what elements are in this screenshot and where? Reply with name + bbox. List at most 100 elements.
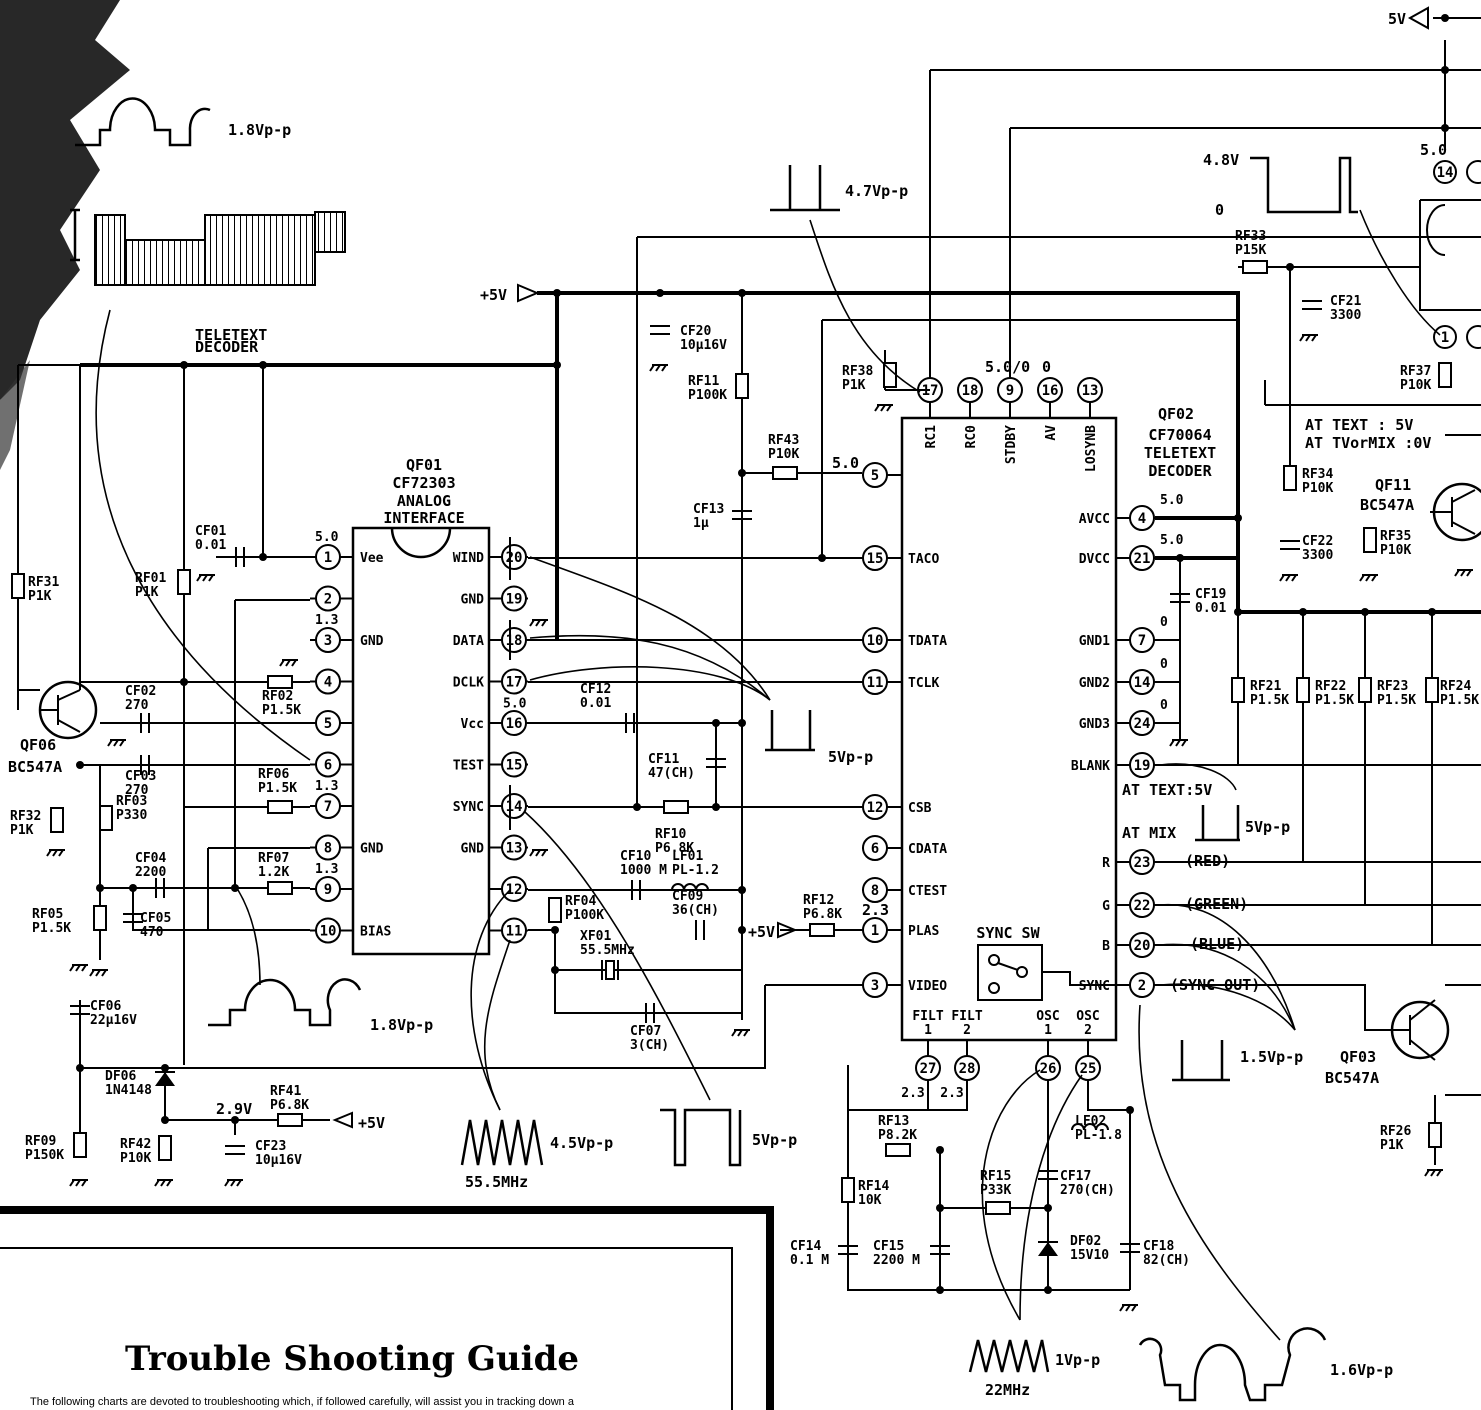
cf20-value: 10μ16V xyxy=(680,338,727,353)
components: CF010.01RF01P1KCF02270CF03270RF02P1.5KRF… xyxy=(10,14,1479,1312)
ground-symbol xyxy=(107,739,126,747)
ground-symbol xyxy=(731,1029,750,1037)
rf12-body xyxy=(809,923,835,937)
qf02-pin-name: CTEST xyxy=(908,884,947,899)
qf02-right-pins: 4AVCC5.021DVCC5.07GND1014GND2024GND3019B… xyxy=(1071,493,1184,998)
rf11-ref: RF11 xyxy=(688,374,719,389)
qf02-pin-circle xyxy=(1129,505,1155,531)
qf02-pin8-volt: 2.3 xyxy=(862,901,889,919)
supply-5v-top: 5V xyxy=(1388,10,1406,28)
cf10-ref: CF10 xyxy=(620,849,651,864)
rf31-body xyxy=(11,573,25,599)
power-rails xyxy=(79,17,1481,1065)
cf11-body xyxy=(706,758,726,768)
wave-55-5mhz: 55.5MHz xyxy=(465,1173,528,1191)
rf13-ref: RF13 xyxy=(878,1114,909,1129)
wave-22mhz: 22MHz xyxy=(985,1381,1030,1399)
junction-dot xyxy=(231,884,239,892)
rf34-body xyxy=(1283,465,1297,491)
cf19-ref: CF19 xyxy=(1195,587,1226,602)
qf02-top-volts: 5.0/0 xyxy=(985,358,1030,376)
qf03-ref: QF03 xyxy=(1340,1048,1376,1066)
qf02-pin-number: 24 xyxy=(1134,716,1151,732)
rf04-ref: RF04 xyxy=(565,894,596,909)
cf13-ref: CF13 xyxy=(693,502,724,517)
qf02-pin-circle xyxy=(862,545,888,571)
qf02-pin-number: 4 xyxy=(1138,511,1146,527)
qf02-pin-number: 22 xyxy=(1134,898,1151,914)
supply-5v-left: +5V xyxy=(480,286,507,304)
qf01-pin-name: WIND xyxy=(453,551,484,566)
junction-dot xyxy=(259,553,267,561)
qf02-pin-circle xyxy=(1037,377,1063,403)
ground-symbol xyxy=(649,364,668,372)
junction-dot xyxy=(738,289,746,297)
qf02-pin-number: 9 xyxy=(1006,383,1014,399)
sig-sync-out: (SYNC OUT) xyxy=(1170,976,1260,994)
cf18-value: 82(CH) xyxy=(1143,1253,1190,1268)
rf24-body xyxy=(1425,677,1439,703)
rf42-ref: RF42 xyxy=(120,1137,151,1152)
qf01-pin-name: GND xyxy=(360,634,384,649)
qf02-pin-circle xyxy=(862,835,888,861)
qf02-pin-number: 27 xyxy=(920,1061,937,1077)
wave-4-7vpp: 4.7Vp-p xyxy=(845,182,908,200)
hatched-waveform xyxy=(70,208,346,286)
rf26-value: P1K xyxy=(1380,1138,1404,1153)
rf04-body xyxy=(548,897,562,923)
df06-body xyxy=(155,1072,175,1086)
qf02-pin-name: RC1 xyxy=(924,425,939,449)
qf01-pin-circle xyxy=(315,917,341,944)
qf02-desc1: TELETEXT xyxy=(1144,444,1216,462)
qf02-pin-name: FILT xyxy=(912,1009,943,1024)
cf03-body xyxy=(140,755,150,775)
wave-0v: 0 xyxy=(1215,201,1224,219)
wave-5vpp-bottom: 5Vp-p xyxy=(752,1131,797,1149)
junction-dot xyxy=(936,1146,944,1154)
qf11-ref: QF11 xyxy=(1375,476,1411,494)
qf02-desc2: DECODER xyxy=(1148,462,1212,480)
df06-ref: DF06 xyxy=(105,1069,136,1084)
qf02-pin-volt: 0 xyxy=(1160,615,1168,630)
cf22-ref: CF22 xyxy=(1302,534,1333,549)
xf01-value: 55.5MHz xyxy=(580,943,635,958)
qf02-pin-name: AV xyxy=(1044,425,1059,441)
qf02-ref: QF02 xyxy=(1158,405,1194,423)
cf01-body xyxy=(235,547,245,567)
qf02-pin-name: GND1 xyxy=(1079,634,1110,649)
rf37-body xyxy=(1438,362,1452,388)
junction-dot xyxy=(738,719,746,727)
rf32-value: P1K xyxy=(10,823,34,838)
junction-dot xyxy=(738,926,746,934)
interconnect-wires xyxy=(17,266,1481,1291)
qf02-pin-name: RC0 xyxy=(964,425,979,449)
qf02-pin-volt: 0 xyxy=(1160,698,1168,713)
qf11-part: BC547A xyxy=(1360,496,1414,514)
qf02-pin-circle xyxy=(1129,669,1155,695)
cf22-value: 3300 xyxy=(1302,548,1333,563)
rf22-body xyxy=(1296,677,1310,703)
rf26-body xyxy=(1428,1122,1442,1148)
cf06-value: 22μ16V xyxy=(90,1013,137,1028)
cf10-value: 1000 M xyxy=(620,863,667,878)
qf01-pin-number: 2 xyxy=(324,592,332,608)
rf24-ref: RF24 xyxy=(1440,679,1471,694)
cf21-value: 3300 xyxy=(1330,308,1361,323)
qf02-pin-name: LOSYNB xyxy=(1084,425,1099,472)
rf38-value: P1K xyxy=(842,378,866,393)
qf02-pin-name: VIDEO xyxy=(908,979,947,994)
rf22-value: P1.5K xyxy=(1315,693,1354,708)
qf02-pin-number: 12 xyxy=(867,800,884,816)
qf02-pin-number: 13 xyxy=(1082,383,1099,399)
junction-dot xyxy=(936,1286,944,1294)
junction-dot xyxy=(633,803,641,811)
qf01-pin-circle xyxy=(501,793,527,819)
qf02-pin-number: 23 xyxy=(1134,855,1151,871)
